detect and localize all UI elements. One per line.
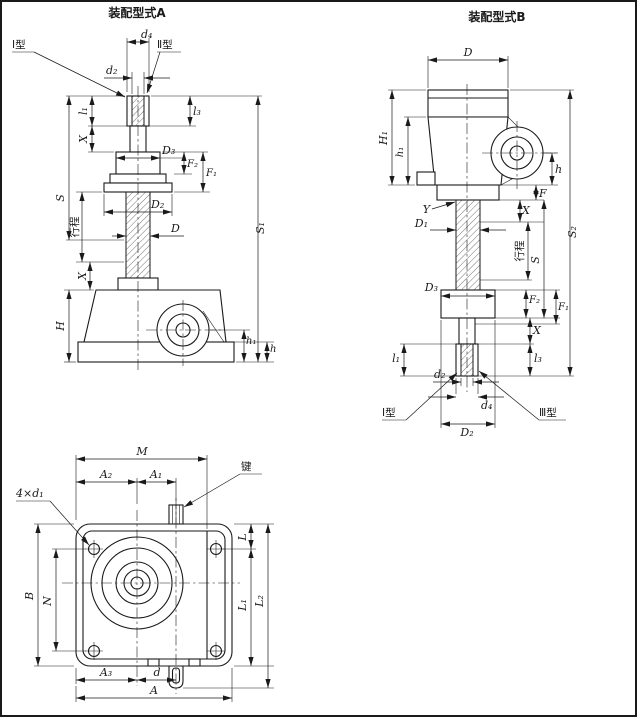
dim-label-d1-cap-b: D₁	[414, 217, 428, 230]
dim-label-d2-b: d₂	[434, 368, 445, 381]
view-plan: M A₂ A₁ 4×d₁ 键 L L₁ L₂ B N A₃ d A	[15, 445, 274, 702]
dim-label-d3-cap-a: D₃	[161, 144, 175, 157]
label-type3-b: Ⅲ型	[539, 406, 557, 419]
dim-label-a3: A₃	[99, 666, 112, 679]
view-a-centerlines	[137, 86, 222, 372]
dim-label-h1-b: h₁	[395, 147, 406, 157]
dim-label-h-a: h	[270, 344, 276, 355]
dim-label-x-upper-b: X	[521, 204, 531, 217]
dim-label-m: M	[135, 445, 148, 458]
dim-label-l2-cap: L₂	[253, 595, 266, 608]
dim-label-bolt-holes: 4×d₁	[15, 487, 44, 500]
dim-label-stroke-a: 行程	[68, 216, 81, 237]
view-assembly-a: 装配型式A	[12, 5, 276, 372]
dim-label-d3-cap-b: D₃	[424, 281, 438, 294]
dim-label-h1-cap-b: H₁	[377, 131, 390, 146]
dim-label-key: 键	[241, 460, 252, 473]
view-b-title: 装配型式B	[467, 9, 525, 24]
dim-label-d2-cap-b: D₂	[459, 426, 473, 439]
view-a-geometry	[77, 95, 235, 363]
plan-geometry	[75, 504, 233, 689]
dim-label-d-cap-b: D	[463, 46, 473, 59]
dim-label-x-lower-b: X	[532, 324, 542, 337]
dim-label-d2-a: d₂	[106, 64, 117, 77]
dim-label-x-upper-a: X	[77, 134, 90, 144]
dim-label-s2-b: S₂	[566, 226, 579, 238]
dim-label-s-b: S	[529, 256, 542, 264]
dim-label-d4-a: d₄	[141, 28, 152, 41]
plan-labels: M A₂ A₁ 4×d₁ 键 L L₁ L₂ B N A₃ d A	[15, 445, 266, 697]
dim-label-l1-b: l₁	[392, 352, 400, 365]
dim-label-s1-a: S₁	[254, 222, 267, 234]
dim-label-l3-a: l₃	[193, 105, 201, 118]
dim-label-d2-cap-a: D₂	[150, 198, 164, 211]
dim-label-a2: A₂	[99, 468, 112, 481]
dim-label-a1: A₁	[149, 468, 162, 481]
view-b-labels: D H₁ h₁ F h X 行程 S Y D₁ D₃ F₂ F₁ X l₃ l₁…	[377, 46, 579, 439]
dim-label-l1-cap: L₁	[236, 599, 249, 612]
bolt-hole-tr	[207, 540, 225, 558]
view-a-title: 装配型式A	[107, 5, 166, 20]
dim-label-h-b: h	[555, 163, 562, 176]
label-type1-a: Ⅰ型	[12, 38, 26, 51]
plan-centerlines	[62, 498, 240, 694]
dim-label-f1-a: F₁	[205, 168, 217, 179]
dim-label-f2-a: F₂	[186, 159, 198, 170]
bolt-hole-br	[207, 642, 225, 660]
view-a-dimensions	[12, 38, 274, 363]
dim-label-f2-b: F₂	[528, 295, 540, 306]
view-b-dimensions	[382, 56, 574, 428]
dim-label-a-cap: A	[149, 684, 158, 697]
view-assembly-b: 装配型式B	[377, 9, 579, 439]
dim-label-d-small: d	[153, 666, 160, 679]
dim-label-b-cap: B	[23, 592, 36, 601]
dim-label-d-cap-a: D	[170, 222, 180, 235]
view-a-labels: Ⅰ型 Ⅱ型 d₄ d₂ l₁ X S 行程 X H l₃ D₃ F₂ F₁ D₂…	[12, 28, 276, 355]
dim-label-h-cap-a: H	[54, 321, 67, 332]
dim-label-f1-b: F₁	[557, 302, 569, 313]
label-type1-b: Ⅰ型	[382, 406, 396, 419]
plan-dimensions	[16, 455, 274, 702]
dim-label-x-lower-a: X	[76, 271, 89, 281]
dim-label-stroke-b: 行程	[513, 240, 526, 261]
dim-label-s-a: S	[54, 194, 67, 202]
dim-label-f-b: F	[538, 187, 547, 200]
dim-label-l3-b: l₃	[534, 352, 542, 365]
dim-label-d4-b: d₄	[481, 399, 492, 412]
dim-label-h1-a: h₁	[246, 336, 256, 347]
dim-label-l1-a: l₁	[77, 107, 90, 115]
bolt-hole-tl	[85, 540, 103, 558]
dim-label-l-cap: L	[236, 533, 249, 541]
bolt-hole-bl	[85, 642, 103, 660]
label-type2-a: Ⅱ型	[157, 38, 173, 51]
dim-label-n-cap: N	[41, 596, 54, 607]
dim-label-y-b: Y	[423, 203, 432, 216]
